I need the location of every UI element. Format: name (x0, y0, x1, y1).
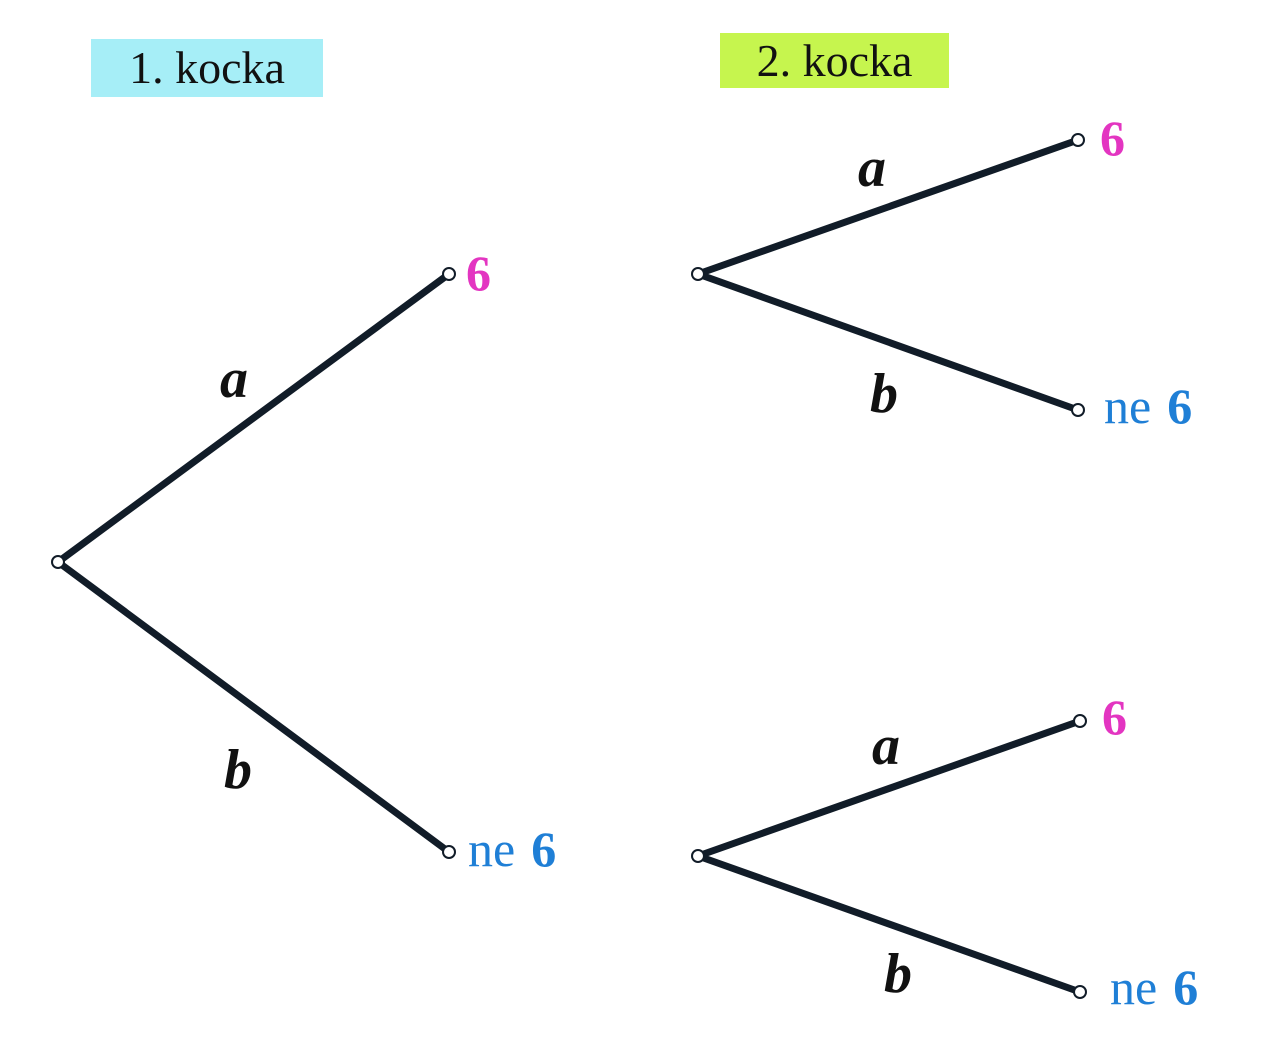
outcome-second-bottom-not-six-prefix: ne (1110, 959, 1157, 1015)
outcome-second-bottom-not-six: ne 6 (1110, 959, 1198, 1015)
outcome-second-top-not-six: ne 6 (1104, 378, 1192, 434)
edge-first-b (54, 558, 453, 856)
label-second-bottom-b: b (884, 943, 912, 1005)
label-first-a: a (220, 348, 248, 410)
label-second-top-b: b (870, 363, 898, 425)
header-first-die: 1. kocka (91, 39, 323, 97)
edge-second-top-b (694, 270, 1082, 414)
node-second-bottom-not-six (1073, 985, 1087, 999)
header-second-die: 2. kocka (720, 33, 949, 88)
header-first-die-label: 1. kocka (129, 42, 285, 93)
branch-labels: a b a b a b (220, 137, 912, 1005)
outcome-first-not-six-prefix: ne (468, 821, 515, 877)
tree-nodes (51, 133, 1087, 999)
node-second-top-six (1071, 133, 1085, 147)
label-second-bottom-a: a (872, 715, 900, 777)
outcome-second-bottom-not-six-number: 6 (1173, 959, 1198, 1015)
edge-second-top-a (694, 136, 1082, 278)
outcome-first-six: 6 (466, 245, 491, 301)
label-first-b: b (224, 739, 252, 801)
outcome-second-bottom-six: 6 (1102, 689, 1127, 745)
node-second-top-not-six (1071, 403, 1085, 417)
outcome-second-top-six: 6 (1100, 110, 1125, 166)
header-second-die-label: 2. kocka (756, 34, 913, 86)
outcome-first-not-six: ne 6 (468, 821, 556, 877)
outcome-second-top-not-six-number: 6 (1167, 378, 1192, 434)
node-second-bottom-root (691, 849, 705, 863)
outcome-labels: 6 ne 6 6 ne 6 6 ne 6 (466, 110, 1198, 1015)
label-second-top-a: a (858, 137, 886, 199)
node-first-six (442, 267, 456, 281)
edge-second-bottom-b (694, 852, 1084, 996)
node-second-bottom-six (1073, 714, 1087, 728)
edge-first-a (54, 270, 453, 566)
outcome-first-not-six-number: 6 (531, 821, 556, 877)
tree-edges (54, 136, 1084, 996)
node-second-top-root (691, 267, 705, 281)
node-first-not-six (442, 845, 456, 859)
outcome-second-top-not-six-prefix: ne (1104, 378, 1151, 434)
edge-second-bottom-a (694, 717, 1084, 860)
node-root (51, 555, 65, 569)
